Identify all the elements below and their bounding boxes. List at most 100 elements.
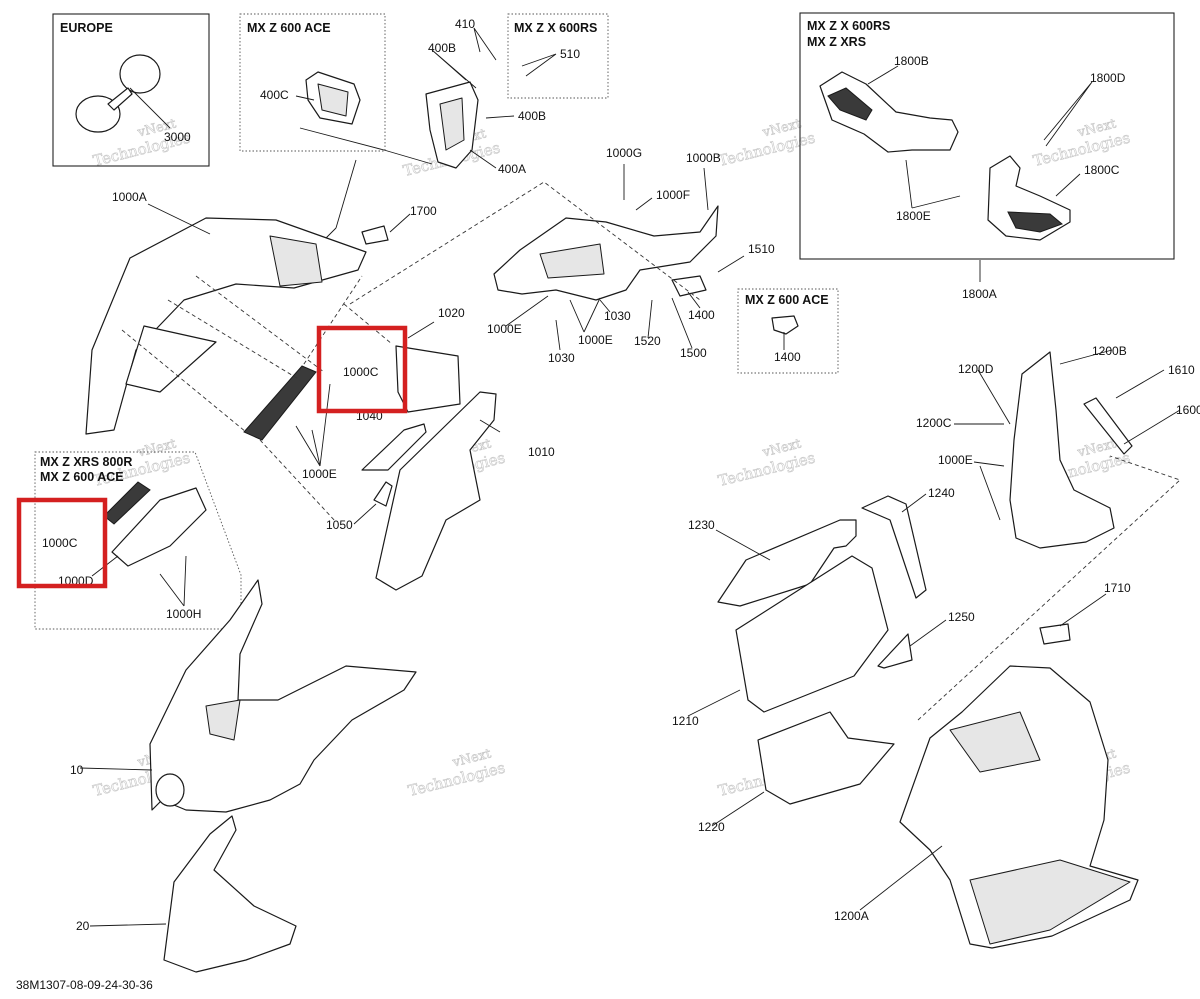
callout-400a: 400A: [498, 162, 526, 176]
part-1240: [861, 495, 927, 599]
callout-1220: 1220: [698, 820, 725, 834]
part-1600: [1083, 397, 1133, 455]
callout-1200d: 1200D: [958, 362, 994, 376]
callout-400b-2: 400B: [518, 109, 546, 123]
box-europe: [52, 13, 210, 167]
callout-410: 410: [455, 17, 475, 31]
part-1800c-handguard: [987, 155, 1071, 241]
callout-1010: 1010: [528, 445, 555, 459]
part-1700: [361, 225, 389, 245]
callout-1800e: 1800E: [896, 209, 931, 223]
part-1000d: [111, 487, 207, 567]
part-1220: [757, 711, 895, 805]
callout-20: 20: [76, 919, 90, 933]
box-xrs-title-2: MX Z XRS: [807, 35, 866, 49]
callout-1230: 1230: [688, 518, 715, 532]
box-europe-title: EUROPE: [60, 21, 113, 35]
watermarks: vNext Technologies vNext Technologies vN…: [91, 116, 1132, 800]
callout-1030-2: 1030: [548, 351, 575, 365]
callout-1520: 1520: [634, 334, 661, 348]
callout-1000e-2: 1000E: [578, 333, 613, 347]
part-1800b-handguard: [819, 71, 959, 153]
part-3000-mirror: [75, 54, 161, 133]
part-1230: [717, 519, 857, 607]
part-20-shield: [163, 815, 297, 973]
callout-1000g: 1000G: [606, 146, 642, 160]
callout-1000c-2: 1000C: [42, 536, 78, 550]
callout-1700: 1700: [410, 204, 437, 218]
callout-400c: 400C: [260, 88, 289, 102]
callout-1800b: 1800B: [894, 54, 929, 68]
callout-labels: 3000 400C 410 400B 510 400B 400A 1800B 1…: [42, 17, 1200, 933]
diagram-code: 38M1307-08-09-24-30-36: [16, 978, 153, 992]
box-mxz-600-ace-title: MX Z 600 ACE: [247, 21, 331, 35]
box-mxz-600-ace: [239, 13, 386, 152]
callout-510: 510: [560, 47, 580, 61]
callout-10: 10: [70, 763, 84, 777]
callout-400b-1: 400B: [428, 41, 456, 55]
box-xrs-handguards: [799, 12, 1175, 260]
callout-1600: 1600: [1176, 403, 1200, 417]
box-ace-small-title: MX Z 600 ACE: [745, 293, 829, 307]
box-xrs-800r: [34, 451, 242, 630]
callout-1210: 1210: [672, 714, 699, 728]
part-1000c-grille: [243, 365, 317, 441]
part-1000b-bracket: [493, 205, 719, 301]
callout-1000c-1: 1000C: [343, 365, 379, 379]
parts: [75, 54, 1139, 973]
callout-1030-1: 1030: [604, 309, 631, 323]
callout-1000f: 1000F: [656, 188, 690, 202]
part-1400-clip-ace: [771, 315, 799, 335]
part-1010: [375, 391, 497, 591]
callout-1000a: 1000A: [112, 190, 147, 204]
callout-1800a: 1800A: [962, 287, 997, 301]
part-1400-clip: [671, 275, 707, 297]
callout-1200c: 1200C: [916, 416, 952, 430]
callout-1510: 1510: [748, 242, 775, 256]
callout-1200b: 1200B: [1092, 344, 1127, 358]
callout-1500: 1500: [680, 346, 707, 360]
box-xrs-800r-title-1: MX Z XRS 800R: [40, 455, 132, 469]
callout-1710: 1710: [1104, 581, 1131, 595]
callout-1020: 1020: [438, 306, 465, 320]
part-1020: [395, 345, 461, 413]
callout-1400-2: 1400: [774, 350, 801, 364]
part-1200a-panel: [899, 665, 1139, 949]
part-1040: [361, 423, 427, 471]
callout-1240: 1240: [928, 486, 955, 500]
callout-1200a: 1200A: [834, 909, 869, 923]
callout-1250: 1250: [948, 610, 975, 624]
callout-1000e-4: 1000E: [938, 453, 973, 467]
part-1210: [735, 555, 889, 713]
part-1710: [1039, 623, 1071, 645]
highlight-1000c-upper: [316, 325, 408, 414]
callout-1000h: 1000H: [166, 607, 201, 621]
box-xrs-800r-title-2: MX Z 600 ACE: [40, 470, 124, 484]
leader-lines: [79, 27, 1181, 927]
callout-1000b: 1000B: [686, 151, 721, 165]
callout-1400-1: 1400: [688, 308, 715, 322]
box-mxzx-600rs: [507, 13, 609, 99]
callout-1800c: 1800C: [1084, 163, 1120, 177]
highlight-1000c-lower: [16, 497, 108, 589]
callout-1000e-3: 1000E: [302, 467, 337, 481]
part-1250: [877, 633, 913, 669]
part-10-hood: [149, 579, 417, 813]
box-ace-small: [737, 288, 839, 374]
callout-3000: 3000: [164, 130, 191, 144]
option-boxes: EUROPE MX Z 600 ACE MX Z X 600RS MX Z X …: [34, 12, 1175, 630]
callout-1050: 1050: [326, 518, 353, 532]
callout-1610: 1610: [1168, 363, 1195, 377]
part-1000a-panel: [85, 217, 367, 435]
box-xrs-title-1: MX Z X 600RS: [807, 19, 890, 33]
box-mxzx-600rs-title: MX Z X 600RS: [514, 21, 597, 35]
part-400a-bracket: [425, 81, 479, 169]
part-400c-vent: [305, 71, 361, 125]
part-1000c-grille-2: [103, 481, 151, 525]
part-1050: [373, 481, 393, 507]
callout-1000e-1: 1000E: [487, 322, 522, 336]
highlight-boxes: [16, 325, 408, 589]
callout-1800d: 1800D: [1090, 71, 1126, 85]
part-1200b: [1009, 351, 1115, 549]
